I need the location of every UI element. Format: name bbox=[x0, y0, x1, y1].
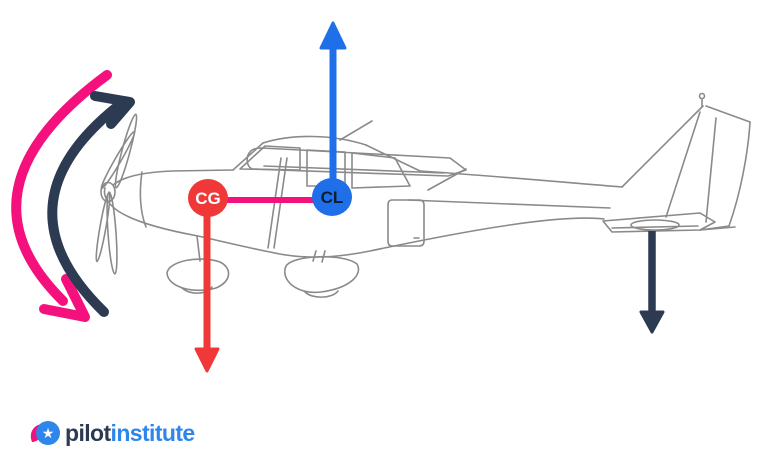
cl-marker-circle bbox=[312, 178, 352, 216]
propeller bbox=[95, 113, 138, 275]
wing-outline bbox=[246, 147, 467, 177]
main-gear-strut bbox=[312, 250, 317, 262]
cl-label: CL bbox=[321, 188, 344, 207]
rotation-arc-pink-arrowhead bbox=[39, 274, 90, 322]
logo-star-icon: ★ bbox=[42, 425, 55, 441]
fuselage-belly bbox=[103, 187, 605, 258]
elevator-tip bbox=[699, 226, 736, 231]
nose-gear-strut bbox=[196, 235, 201, 262]
horizontal-stabilizer bbox=[602, 212, 716, 233]
nose-wheel-fairing bbox=[166, 258, 230, 292]
propeller-blade bbox=[114, 113, 138, 189]
rudder-trailing-edge bbox=[728, 121, 751, 227]
main-wheel-arc bbox=[304, 290, 339, 298]
pink-annotations bbox=[11, 70, 333, 322]
propeller-blade bbox=[106, 191, 118, 275]
stabilizer-oval bbox=[630, 219, 680, 231]
propeller-blade bbox=[95, 191, 111, 263]
rotation-arc-navy-arrowhead bbox=[90, 91, 135, 129]
lift-up-arrowhead bbox=[319, 21, 347, 50]
tail-arrow-head-group bbox=[639, 310, 665, 334]
roof-antenna bbox=[339, 120, 373, 141]
fin-beacon-bulb bbox=[698, 92, 706, 100]
rotation-arc-pink bbox=[11, 70, 112, 306]
pilot-institute-logo-icon: ★ bbox=[30, 421, 60, 445]
navy-annotations bbox=[47, 91, 656, 317]
fuselage-crease bbox=[407, 199, 611, 209]
weight-arrow-fill-group bbox=[188, 179, 228, 373]
tail-down-force-arrowhead bbox=[639, 310, 665, 334]
logo-text-institute: institute bbox=[110, 419, 196, 446]
cabin-roof bbox=[262, 135, 367, 146]
cabin-door bbox=[387, 199, 425, 247]
fin-spar-line bbox=[665, 111, 701, 218]
rudder-hinge-line bbox=[705, 117, 717, 223]
rear-fuselage-top bbox=[419, 170, 623, 188]
tail bbox=[602, 92, 751, 233]
weight-down-arrowhead bbox=[194, 347, 220, 373]
lift-arrow-fill-group bbox=[312, 21, 352, 216]
main-wheel-fairing bbox=[284, 255, 360, 294]
cl-label-group: CL bbox=[321, 188, 344, 207]
rear-side-window bbox=[351, 152, 411, 189]
fin-top bbox=[705, 105, 751, 123]
cowling-top bbox=[112, 169, 234, 186]
fuselage-antenna bbox=[427, 168, 467, 191]
cg-marker-circle bbox=[188, 179, 228, 217]
main-gear-strut bbox=[321, 250, 326, 263]
wing-inner-line bbox=[263, 165, 445, 174]
logo-shield-icon bbox=[36, 421, 60, 445]
airplane-outline bbox=[95, 92, 751, 298]
logo-text-pilot: pilot bbox=[65, 419, 111, 446]
fin-leading-edge bbox=[621, 105, 704, 188]
front-side-window bbox=[239, 145, 301, 171]
cowling-seam bbox=[139, 171, 147, 228]
elevator-line bbox=[611, 225, 699, 229]
cg-label-group: CG bbox=[195, 189, 221, 208]
landing-gear bbox=[166, 235, 360, 298]
cg-label: CG bbox=[195, 189, 221, 208]
rotation-arc-navy bbox=[47, 101, 123, 317]
